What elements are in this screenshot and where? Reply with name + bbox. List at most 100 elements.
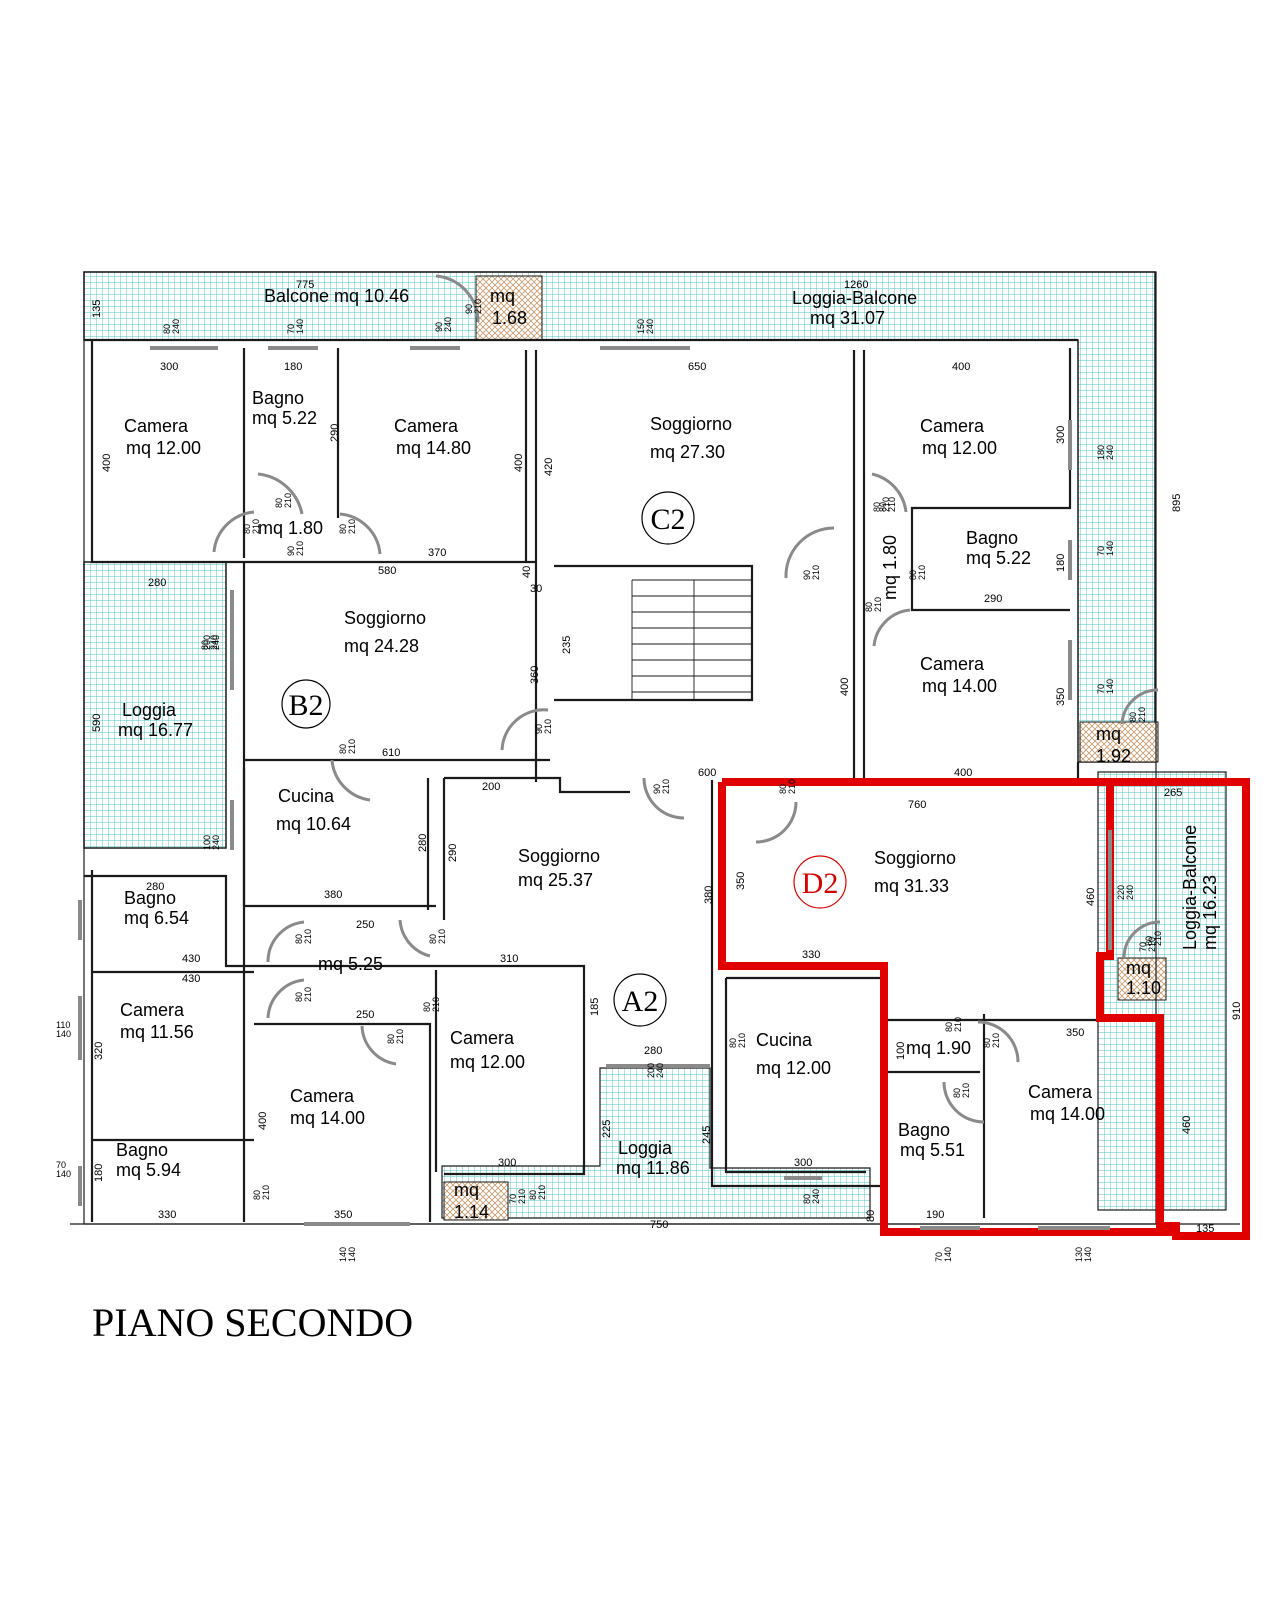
opening-width: 70 <box>1096 684 1106 694</box>
dim-label: 310 <box>500 953 518 965</box>
room-camera-c2-area: mq 14.00 <box>922 676 997 696</box>
dim-label: 245 <box>701 1126 713 1144</box>
staircase <box>631 579 752 700</box>
opening-height: 210 <box>991 1033 1001 1048</box>
dim-label: 290 <box>984 593 1002 605</box>
opening-height: 210 <box>953 1017 963 1032</box>
opening-width: 110 <box>56 1020 70 1030</box>
opening-width: 80 <box>338 744 348 754</box>
room-soggiorno-d-label: Soggiorno <box>874 848 956 868</box>
opening-width: 80 <box>200 640 210 650</box>
opening-width: 90 <box>802 570 812 580</box>
room-camera-a3-label: Camera <box>450 1028 515 1048</box>
opening-height: 140 <box>295 319 305 334</box>
room-cucina-d-label: Cucina <box>756 1030 813 1050</box>
room-disimp-d-area: mq 1.90 <box>906 1038 971 1058</box>
opening-width: 80 <box>1128 712 1138 722</box>
dim-label: 300 <box>160 361 178 373</box>
opening-height: 140 <box>943 1247 953 1262</box>
opening-width: 100 <box>202 835 212 850</box>
room-soggiorno-d-area: mq 31.33 <box>874 876 949 896</box>
room-loggia-balcone-n-area: mq 31.07 <box>810 308 885 328</box>
opening-width: 90 <box>286 546 296 556</box>
room-bagno-b1-area: mq 5.22 <box>252 408 317 428</box>
opening-height: 210 <box>347 519 357 534</box>
opening-height: 210 <box>431 997 441 1012</box>
dim-label: 910 <box>1231 1002 1243 1020</box>
opening-width: 70 <box>1138 942 1148 952</box>
dim-label: 235 <box>561 636 573 654</box>
room-mq110-area: 1.10 <box>1126 978 1161 998</box>
opening-height: 240 <box>655 1063 665 1078</box>
room-camera-a2-label: Camera <box>290 1086 355 1106</box>
dim-label: 610 <box>382 747 400 759</box>
dim-label: 280 <box>417 834 429 852</box>
opening-width: 90 <box>652 784 662 794</box>
opening-width: 80 <box>944 1022 954 1032</box>
room-cucina-b-label: Cucina <box>278 786 335 806</box>
dim-label: 290 <box>329 424 341 442</box>
opening-height: 210 <box>283 493 293 508</box>
opening-width: 80 <box>386 1034 396 1044</box>
floor-title: PIANO SECONDO <box>92 1300 413 1345</box>
opening-width: 80 <box>252 1190 262 1200</box>
opening-height: 140 <box>1105 541 1115 556</box>
room-bagno-a2-area: mq 5.94 <box>116 1160 181 1180</box>
room-camera-a1-label: Camera <box>120 1000 185 1020</box>
room-camera-c1-area: mq 12.00 <box>922 438 997 458</box>
walls <box>70 271 1240 1225</box>
room-camera-a3-area: mq 12.00 <box>450 1052 525 1072</box>
dim-label: 265 <box>1164 787 1182 799</box>
opening-height: 210 <box>961 1083 971 1098</box>
dim-label: 300 <box>498 1157 516 1169</box>
opening-width: 70 <box>286 324 296 334</box>
dim-label: 460 <box>1085 888 1097 906</box>
dim-label: 135 <box>91 300 103 318</box>
room-soggiorno-c-area: mq 27.30 <box>650 442 725 462</box>
room-loggia-balcone-e-area: mq 16.23 <box>1200 875 1220 950</box>
opening-width: 80 <box>872 502 882 512</box>
dim-label: 280 <box>148 577 166 589</box>
opening-height: 210 <box>787 779 797 794</box>
room-camera-c2-label: Camera <box>920 654 985 674</box>
opening-height: 210 <box>1153 931 1163 946</box>
opening-height: 210 <box>261 1185 271 1200</box>
opening-height: 210 <box>395 1029 405 1044</box>
dim-label: 350 <box>735 872 747 890</box>
room-camera-a2-area: mq 14.00 <box>290 1108 365 1128</box>
opening-width: 70 <box>508 1194 518 1204</box>
dim-label: 350 <box>1055 688 1067 706</box>
opening-width: 80 <box>908 570 918 580</box>
opening-height: 210 <box>517 1189 527 1204</box>
room-bagno-a2-label: Bagno <box>116 1140 168 1160</box>
room-soggiorno-a-label: Soggiorno <box>518 846 600 866</box>
room-camera-b1-label: Camera <box>124 416 189 436</box>
dim-label: 200 <box>482 781 500 793</box>
dim-label: 290 <box>447 844 459 862</box>
opening-height: 210 <box>303 929 313 944</box>
room-soggiorno-c-label: Soggiorno <box>650 414 732 434</box>
opening-height: 210 <box>1147 937 1157 952</box>
opening-width: 80 <box>274 498 284 508</box>
room-camera-c1-label: Camera <box>920 416 985 436</box>
